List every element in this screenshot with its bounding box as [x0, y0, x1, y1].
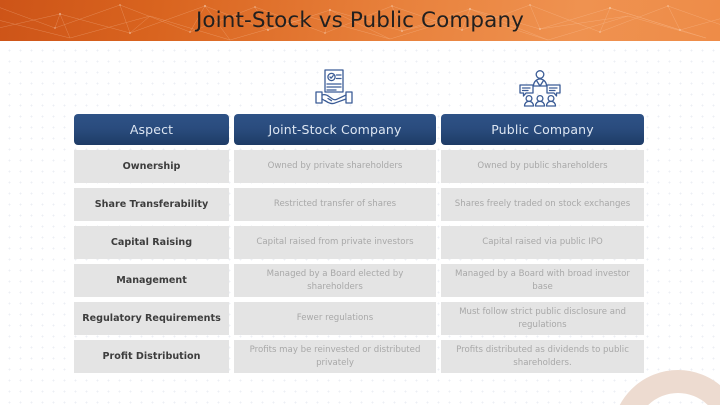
- cell-public: Capital raised via public IPO: [441, 226, 644, 259]
- cell-aspect: Share Transferability: [74, 188, 229, 221]
- cell-public: Owned by public shareholders: [441, 150, 644, 183]
- table-row: Regulatory Requirements Fewer regulation…: [74, 302, 644, 335]
- cell-joint-stock: Owned by private shareholders: [234, 150, 436, 183]
- presenter-audience-icon: [519, 70, 561, 107]
- cell-aspect: Ownership: [74, 150, 229, 183]
- table-row: Share Transferability Restricted transfe…: [74, 188, 644, 221]
- cell-joint-stock: Restricted transfer of shares: [234, 188, 436, 221]
- comparison-table: Aspect Joint-Stock Company Public Compan…: [74, 114, 644, 378]
- table-header-row: Aspect Joint-Stock Company Public Compan…: [74, 114, 644, 145]
- table-row: Profit Distribution Profits may be reinv…: [74, 340, 644, 373]
- network-pattern-icon: [0, 4, 720, 41]
- cell-aspect: Management: [74, 264, 229, 297]
- cell-public: Managed by a Board with broad investor b…: [441, 264, 644, 297]
- table-row: Management Managed by a Board elected by…: [74, 264, 644, 297]
- contract-handshake-icon: [315, 69, 353, 105]
- cell-public: Profits distributed as dividends to publ…: [441, 340, 644, 373]
- cell-joint-stock: Profits may be reinvested or distributed…: [234, 340, 436, 373]
- table-row: Capital Raising Capital raised from priv…: [74, 226, 644, 259]
- page-title: Joint-Stock vs Public Company: [195, 8, 525, 33]
- cell-aspect: Capital Raising: [74, 226, 229, 259]
- cell-public: Shares freely traded on stock exchanges: [441, 188, 644, 221]
- cell-aspect: Regulatory Requirements: [74, 302, 229, 335]
- column-header-aspect: Aspect: [74, 114, 229, 145]
- public-company-icon-container: [509, 67, 571, 111]
- table-row: Ownership Owned by private shareholders …: [74, 150, 644, 183]
- cell-aspect: Profit Distribution: [74, 340, 229, 373]
- slide-header-band: Joint-Stock vs Public Company: [0, 0, 720, 41]
- cell-public: Must follow strict public disclosure and…: [441, 302, 644, 335]
- cell-joint-stock: Managed by a Board elected by shareholde…: [234, 264, 436, 297]
- cell-joint-stock: Capital raised from private investors: [234, 226, 436, 259]
- column-header-joint-stock-company: Joint-Stock Company: [234, 114, 436, 145]
- cell-joint-stock: Fewer regulations: [234, 302, 436, 335]
- column-header-public-company: Public Company: [441, 114, 644, 145]
- joint-stock-icon-container: [303, 67, 365, 111]
